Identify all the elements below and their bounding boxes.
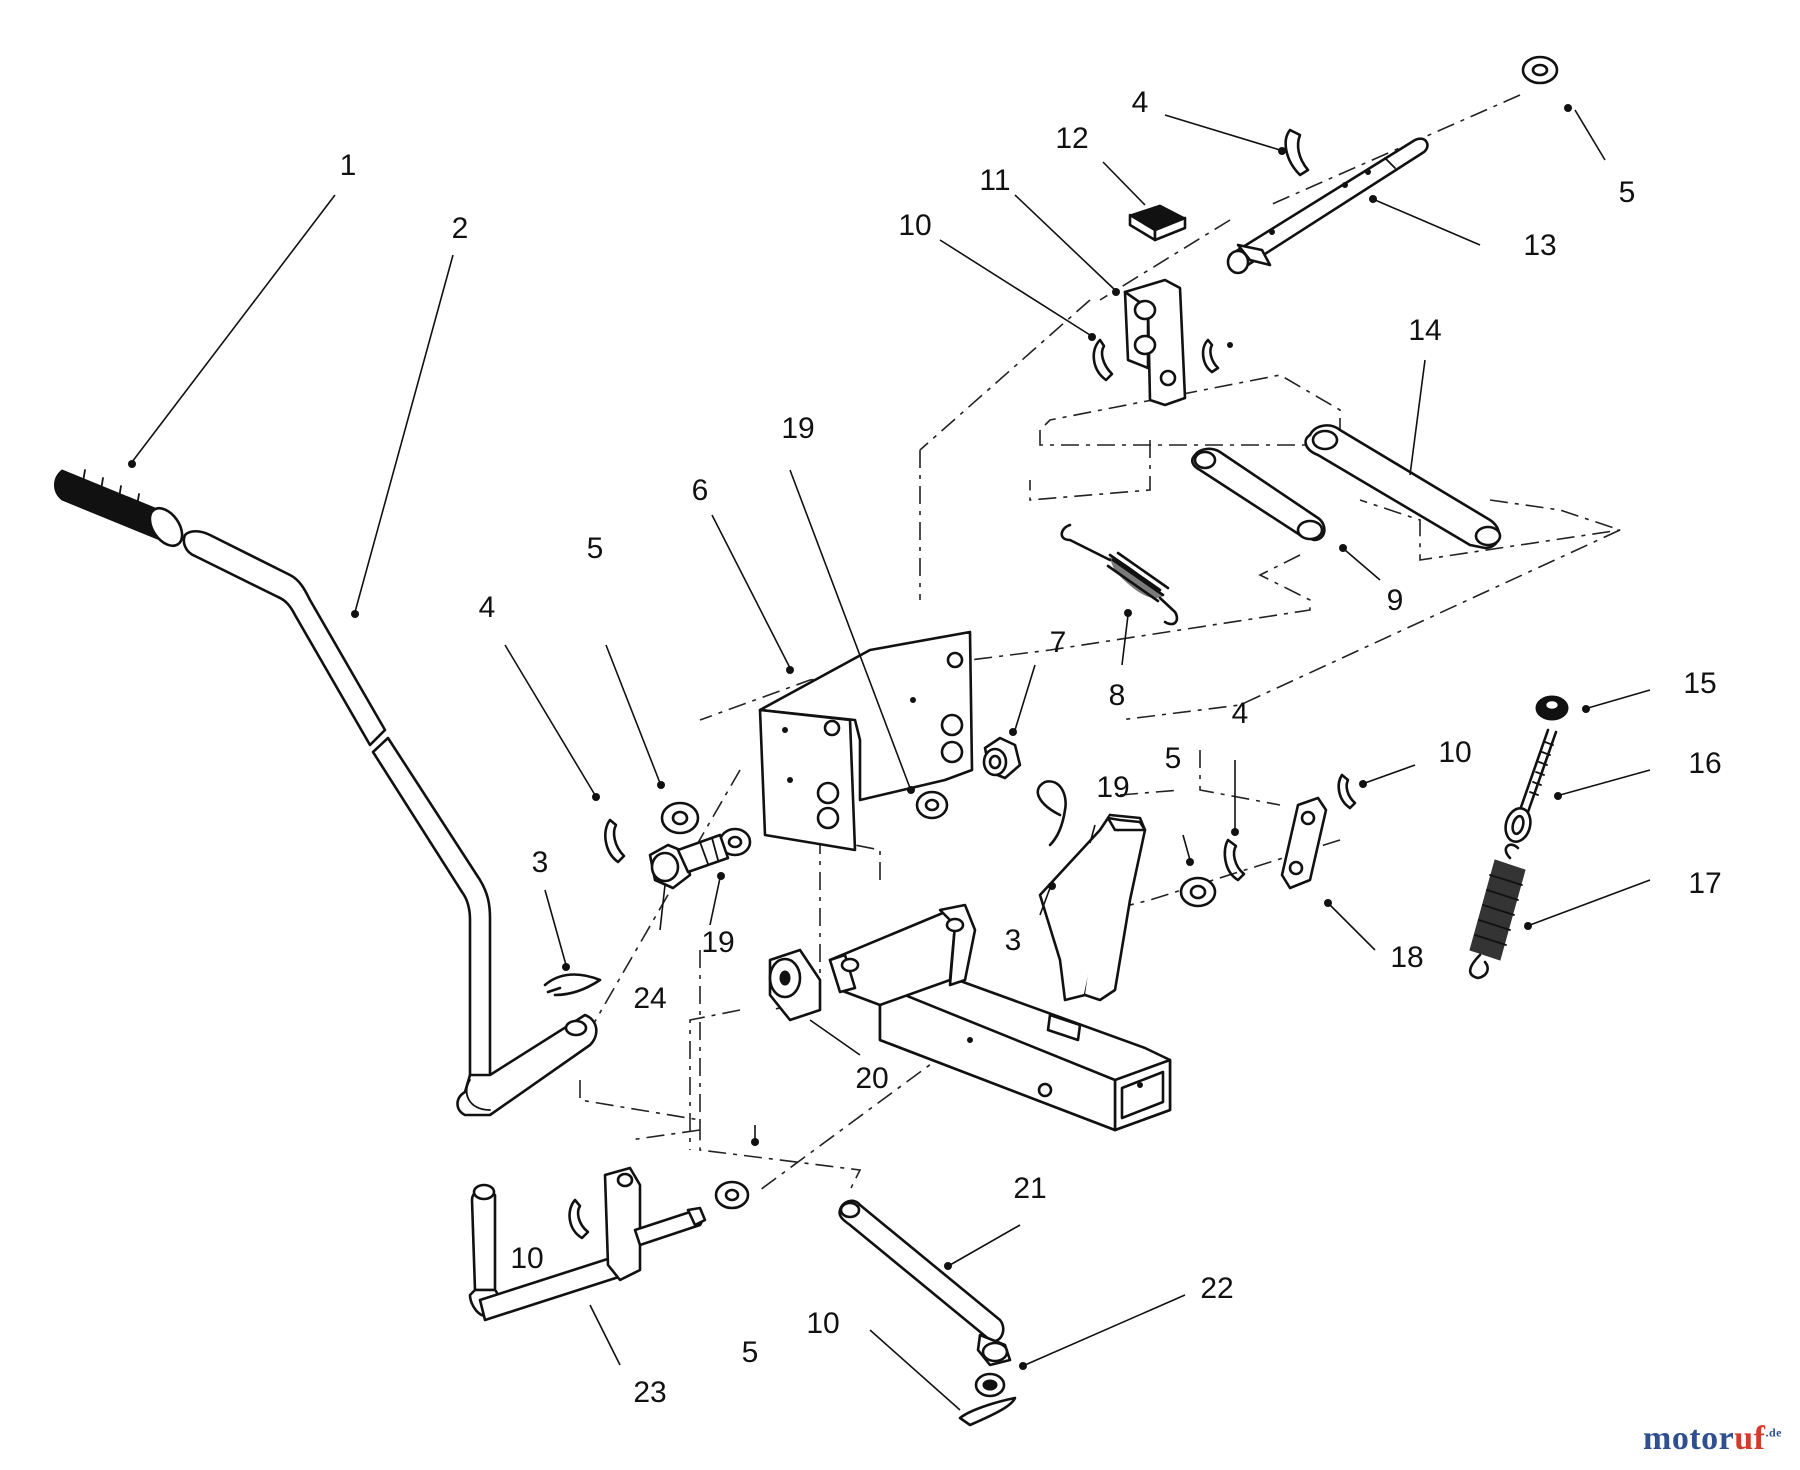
nut-part-7 (982, 736, 1022, 780)
callout-14: 14 (1408, 314, 1441, 347)
callout-10-lower-left: 10 (510, 1242, 543, 1275)
eyebolt-part-16 (1504, 728, 1558, 844)
shaft-part-13 (1226, 137, 1429, 275)
callout-labels: 1 2 3 3 4 4 4 5 5 5 5 6 7 8 9 10 10 10 1… (340, 86, 1722, 1409)
cotter-pin-part-10-c (568, 1198, 590, 1240)
handle-rod-part-2 (182, 529, 598, 1117)
spring-part-17 (1468, 843, 1526, 980)
callout-4-right: 4 (1232, 697, 1249, 730)
washer-part-5-top (1521, 55, 1559, 85)
grip-part-1 (54, 469, 184, 548)
assembly-center-lines (564, 94, 1621, 1191)
callout-24: 24 (633, 982, 666, 1015)
watermark-logo: motoruf.de (1643, 1420, 1782, 1458)
hairpin-clip-part-3-left (543, 973, 602, 997)
link-rod-part-14 (1304, 424, 1502, 550)
callout-23: 23 (633, 1376, 666, 1409)
nut-part-15 (1535, 695, 1569, 721)
leader-lines (128, 104, 1651, 1411)
callout-7: 7 (1050, 626, 1067, 659)
callout-4-left: 4 (479, 591, 496, 624)
callout-10-bottom: 10 (806, 1307, 839, 1340)
callout-19-top: 19 (781, 412, 814, 445)
cotter-pin-part-10-d (958, 1396, 1017, 1427)
callout-17: 17 (1688, 867, 1721, 900)
callout-5-left: 5 (587, 532, 604, 565)
rod-part-21 (838, 1199, 1012, 1367)
callout-22: 22 (1200, 1272, 1233, 1305)
link-plate-part-18 (1280, 796, 1328, 890)
callout-4-top: 4 (1132, 86, 1149, 119)
callout-5-bottom: 5 (742, 1336, 759, 1369)
spring-part-8 (1060, 523, 1179, 626)
callout-9: 9 (1387, 584, 1404, 617)
callout-10-right: 10 (1438, 736, 1471, 769)
callout-19-right: 19 (1096, 771, 1129, 804)
watermark-brand-a: motor (1643, 1420, 1735, 1457)
callout-3-right: 3 (1005, 924, 1022, 957)
washer-part-5-left (660, 801, 700, 835)
cotter-pin-part-4-left (604, 818, 626, 864)
pivot-block-part-11 (1123, 278, 1233, 407)
washer-part-22 (974, 1372, 1006, 1398)
hairpin-clip-part-3-right (1036, 780, 1067, 847)
callout-20: 20 (855, 1062, 888, 1095)
callout-12: 12 (1055, 122, 1088, 155)
callout-10-top: 10 (898, 209, 931, 242)
cotter-pin-part-4-right (1223, 838, 1246, 882)
watermark-brand-b: uf (1734, 1420, 1766, 1457)
callout-13: 13 (1523, 229, 1556, 262)
washer-part-19-a (915, 790, 949, 820)
callout-18: 18 (1390, 941, 1423, 974)
bracket-part-6 (758, 630, 974, 852)
callout-8: 8 (1109, 679, 1126, 712)
callout-15: 15 (1683, 667, 1716, 700)
callout-2: 2 (452, 212, 469, 245)
cotter-pin-part-10-b (1337, 773, 1357, 810)
watermark-tld: .de (1765, 1425, 1782, 1440)
cotter-pin-part-10-a (1092, 338, 1114, 382)
callout-6: 6 (692, 474, 709, 507)
lever-part-23 (468, 1166, 707, 1322)
bushing-part-20 (768, 948, 822, 1022)
link-rod-part-9 (1190, 447, 1326, 542)
callout-19-left: 19 (701, 926, 734, 959)
callout-3-left: 3 (532, 846, 549, 879)
callout-11: 11 (979, 164, 1010, 197)
washer-part-5-bottom (714, 1180, 750, 1210)
callout-21: 21 (1013, 1172, 1046, 1205)
callout-16: 16 (1688, 747, 1721, 780)
washer-part-5-right (1179, 876, 1217, 908)
cotter-pin-part-4-top (1284, 128, 1310, 177)
main-frame-tube (828, 813, 1172, 1132)
callout-5-top: 5 (1619, 176, 1636, 209)
callout-1: 1 (340, 149, 357, 182)
block-part-12 (1128, 204, 1187, 242)
bolt-part-24 (648, 833, 730, 890)
callout-5-right: 5 (1165, 742, 1182, 775)
